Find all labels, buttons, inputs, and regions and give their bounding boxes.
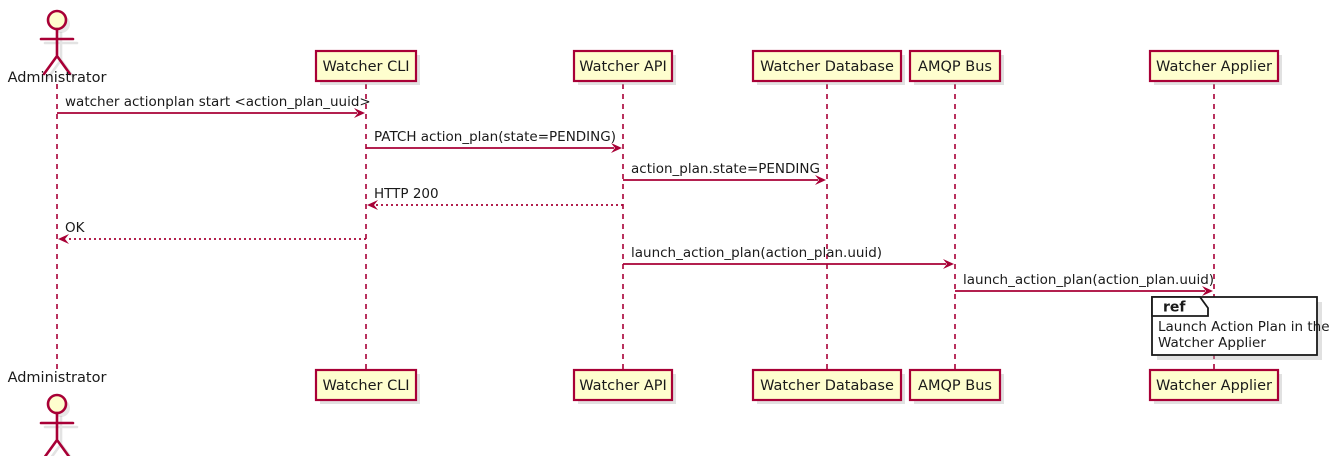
message-m4: HTTP 200: [367, 186, 623, 210]
participant-box: [572, 49, 674, 83]
participant-box: [1148, 368, 1280, 402]
actor-admin-top[interactable]: Administrator: [8, 9, 107, 86]
message-m6: launch_action_plan(action_plan.uuid): [623, 245, 954, 269]
participant-label: Watcher Database: [760, 378, 894, 394]
message-arrowhead: [611, 143, 622, 153]
messages-layer: watcher actionplan start <action_plan_uu…: [57, 94, 1214, 296]
participant-api-top[interactable]: Watcher API: [572, 49, 676, 85]
ref-tag-label: ref: [1163, 300, 1186, 316]
participant-label: Watcher CLI: [322, 378, 409, 394]
message-label: action_plan.state=PENDING: [631, 161, 820, 177]
actor-head: [46, 9, 68, 31]
message-m1: watcher actionplan start <action_plan_uu…: [57, 94, 371, 118]
message-arrowhead: [354, 108, 365, 118]
participant-box: [751, 49, 903, 83]
message-m7: launch_action_plan(action_plan.uuid): [955, 272, 1214, 296]
actor-admin-bottom[interactable]: Administrator: [8, 370, 107, 456]
actor-body-shadow: [43, 415, 79, 456]
actor-body-shadow: [43, 31, 79, 80]
message-label: launch_action_plan(action_plan.uuid): [963, 272, 1214, 288]
actor-label: Administrator: [8, 70, 107, 86]
ref-body-line: Watcher Applier: [1158, 335, 1266, 351]
participant-label: AMQP Bus: [918, 59, 992, 75]
participant-applier-top[interactable]: Watcher Applier: [1148, 49, 1282, 85]
message-label: HTTP 200: [374, 186, 439, 202]
actor-body: [39, 27, 75, 76]
message-m5: OK: [58, 220, 366, 244]
participant-amqp-top[interactable]: AMQP Bus: [908, 49, 1004, 85]
participants-layer: Watcher CLI Watcher CLI Watcher API Watcher…: [314, 49, 1282, 404]
ref-body-line: Launch Action Plan in the: [1158, 319, 1330, 335]
message-label: PATCH action_plan(state=PENDING): [374, 129, 616, 145]
participant-label: Watcher Applier: [1156, 378, 1272, 394]
message-arrowhead: [367, 200, 378, 210]
participant-box: [314, 49, 418, 83]
participant-box: [908, 368, 1002, 402]
participant-label: Watcher API: [579, 59, 667, 75]
message-m2: PATCH action_plan(state=PENDING): [366, 129, 622, 153]
actor-head: [46, 393, 68, 415]
participant-db-bottom[interactable]: Watcher Database: [751, 368, 905, 404]
participant-box: [908, 49, 1002, 83]
participant-label: Watcher CLI: [322, 59, 409, 75]
participant-label: AMQP Bus: [918, 378, 992, 394]
message-label: OK: [65, 220, 86, 236]
participant-applier-bottom[interactable]: Watcher Applier: [1148, 368, 1282, 404]
message-m3: action_plan.state=PENDING: [623, 161, 826, 185]
participant-box: [572, 368, 674, 402]
participant-box: [751, 368, 903, 402]
message-arrowhead: [815, 175, 826, 185]
message-arrowhead: [1202, 286, 1213, 296]
participant-label: Watcher Database: [760, 59, 894, 75]
lifelines-layer: [56, 84, 1215, 370]
participant-db-top[interactable]: Watcher Database: [751, 49, 905, 85]
message-arrowhead: [58, 234, 69, 244]
participant-cli-top[interactable]: Watcher CLI: [314, 49, 420, 85]
message-arrowhead: [943, 259, 954, 269]
participant-box: [314, 368, 418, 402]
message-label: launch_action_plan(action_plan.uuid): [631, 245, 882, 261]
participant-label: Watcher API: [579, 378, 667, 394]
message-label: watcher actionplan start <action_plan_uu…: [65, 94, 371, 110]
actor-label: Administrator: [8, 370, 107, 386]
participant-cli-bottom[interactable]: Watcher CLI: [314, 368, 420, 404]
participant-box: [1148, 49, 1280, 83]
participant-label: Watcher Applier: [1156, 59, 1272, 75]
participant-amqp-bottom[interactable]: AMQP Bus: [908, 368, 1004, 404]
participant-api-bottom[interactable]: Watcher API: [572, 368, 676, 404]
ref-tag: [1151, 296, 1209, 317]
actor-body: [39, 411, 75, 456]
